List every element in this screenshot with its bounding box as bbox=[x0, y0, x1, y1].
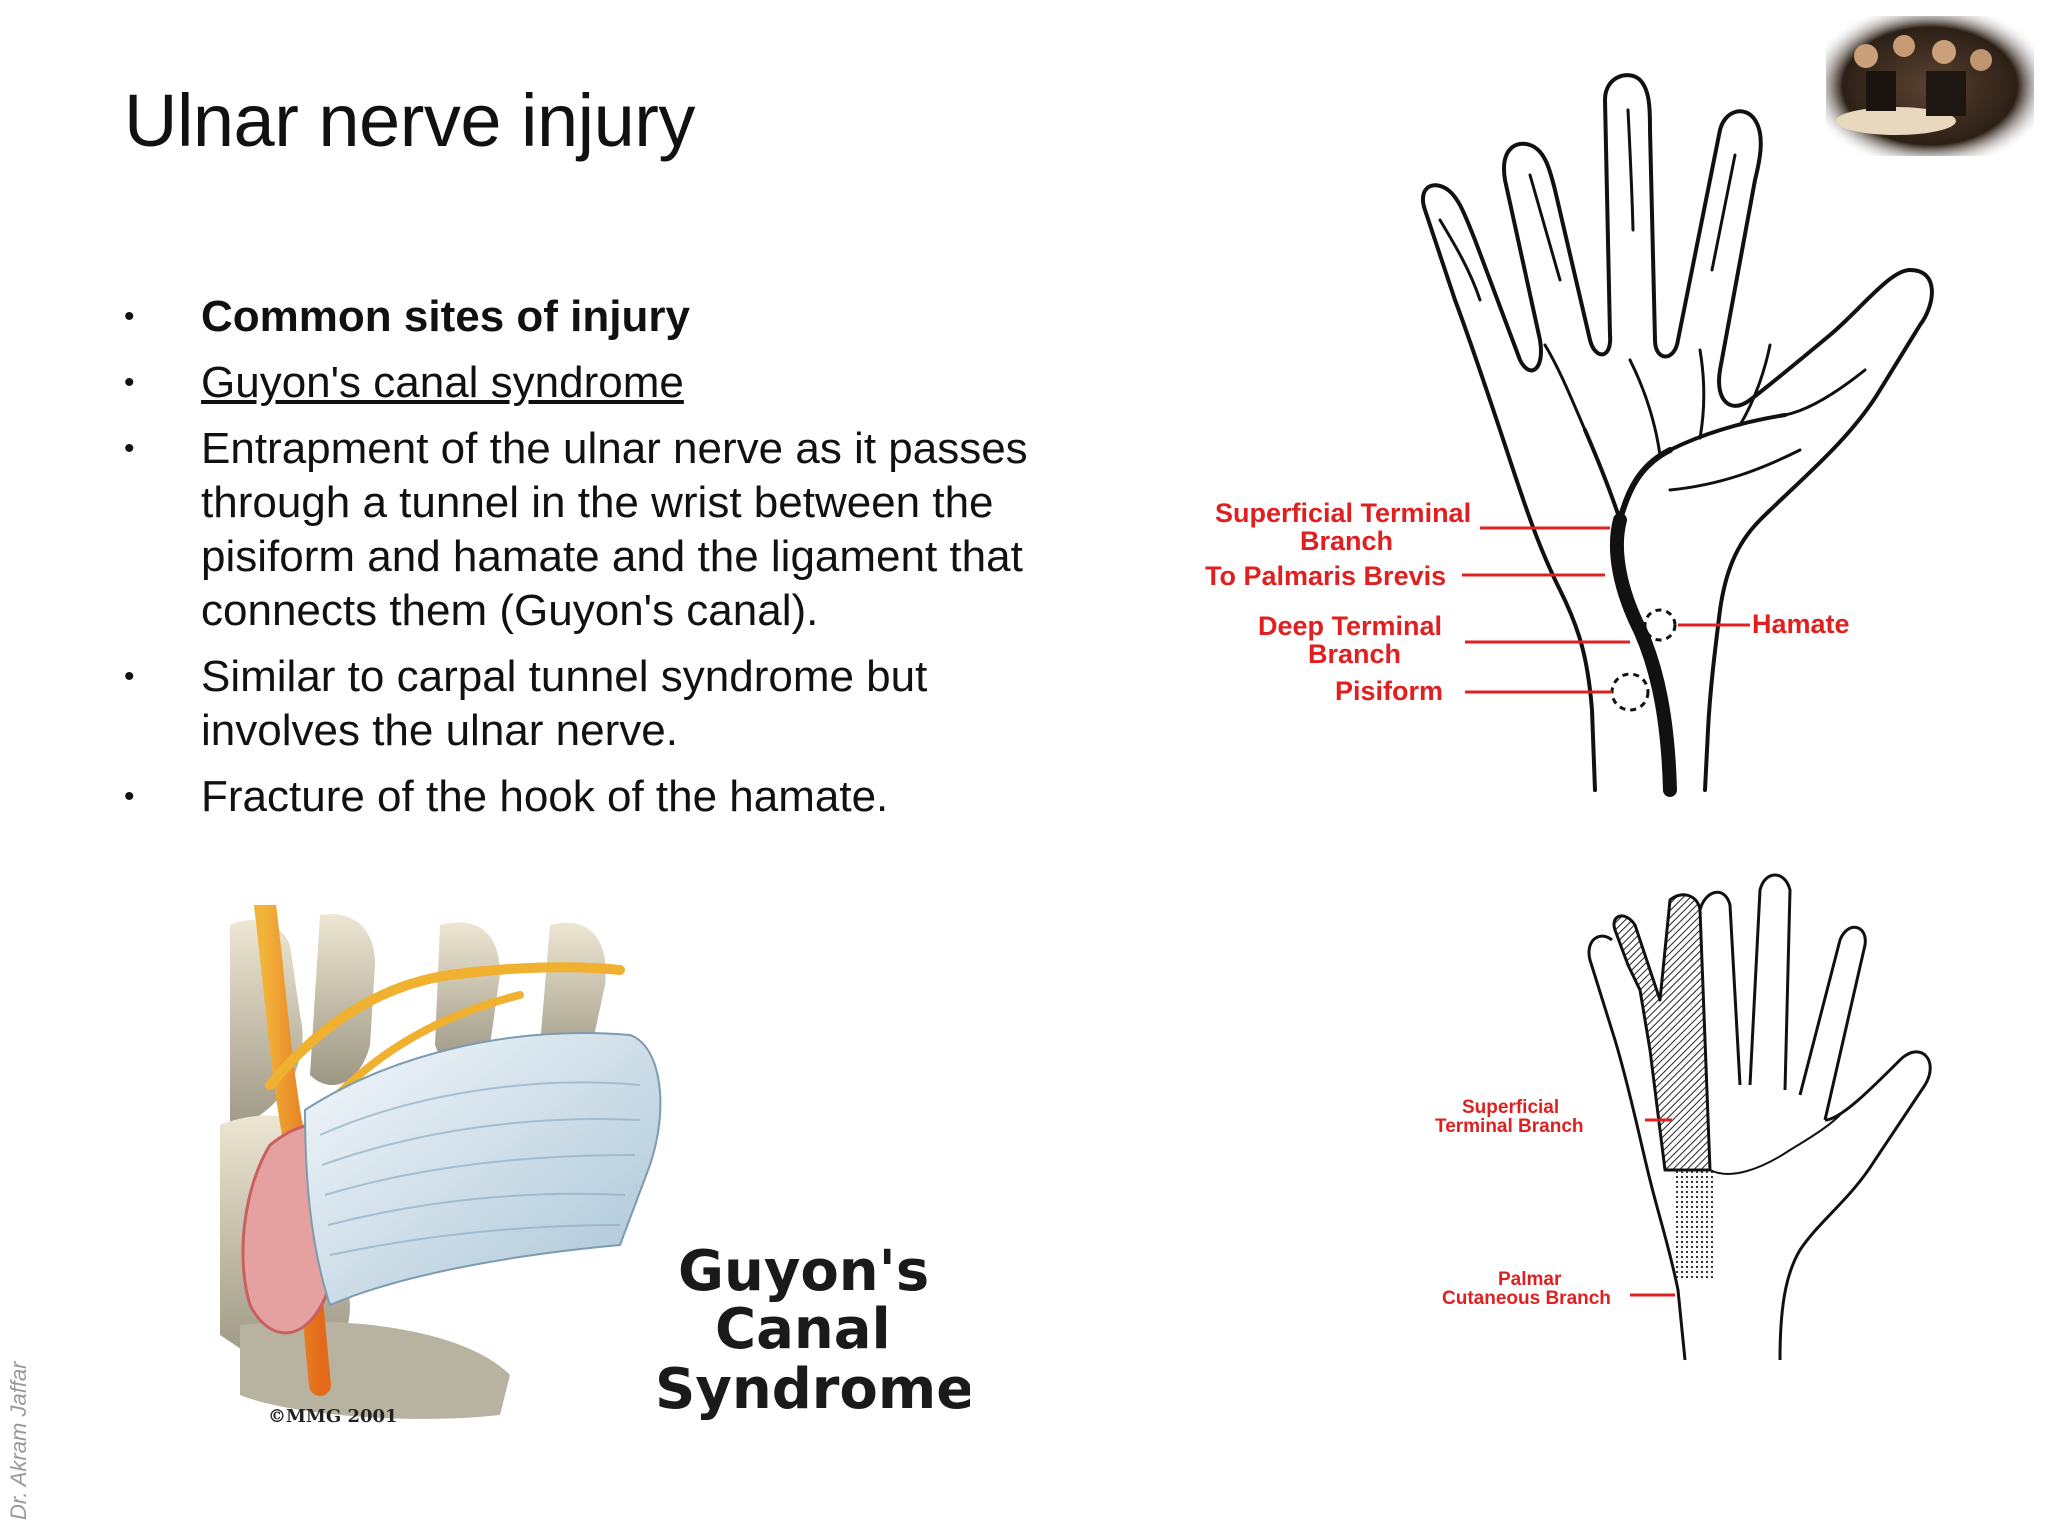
bullet-item: • Fracture of the hook of the hamate. bbox=[124, 770, 1084, 824]
bullet-dot: • bbox=[124, 780, 135, 813]
bullet-item: • Similar to carpal tunnel syndrome but … bbox=[124, 650, 1084, 758]
canal-title-line1: Guyon's bbox=[678, 1239, 929, 1304]
label-superficial-terminal: Superficial Terminal bbox=[1215, 498, 1471, 528]
bullet-text: Fracture of the hook of the hamate. bbox=[201, 772, 889, 821]
bullet-dot: • bbox=[124, 366, 135, 399]
label-terminal-branch: Terminal Branch bbox=[1435, 1116, 1584, 1137]
bullet-text: Common sites of injury bbox=[201, 292, 690, 341]
bullet-item: • Guyon's canal syndrome bbox=[124, 356, 1084, 410]
label-deep-branch: Branch bbox=[1308, 639, 1401, 669]
bullet-text: Entrapment of the ulnar nerve as it pass… bbox=[201, 424, 1028, 635]
label-pisiform: Pisiform bbox=[1335, 676, 1443, 706]
bullet-dot: • bbox=[124, 300, 135, 333]
canal-illustration-svg: Guyon's Canal Syndrome ©MMG 2001 bbox=[220, 894, 974, 1427]
hand-sensory-svg: Superficial Terminal Branch Palmar Cutan… bbox=[1435, 873, 1932, 1361]
painting-thumbnail bbox=[1826, 16, 2034, 156]
bullet-link-text[interactable]: Guyon's canal syndrome bbox=[201, 358, 684, 407]
svg-text:*: * bbox=[1615, 525, 1624, 550]
canal-title-line2: Canal bbox=[715, 1297, 891, 1362]
label-palmaris-brevis: To Palmaris Brevis bbox=[1205, 561, 1446, 591]
canal-title-line3: Syndrome bbox=[655, 1357, 970, 1422]
bullet-dot: • bbox=[124, 660, 135, 693]
hand-nerve-diagram-top: * Superficial Terminal Branch To Palmari… bbox=[1200, 70, 2020, 810]
label-superficial-branch: Branch bbox=[1300, 526, 1393, 556]
bullet-item: • Entrapment of the ulnar nerve as it pa… bbox=[124, 422, 1084, 638]
label-superficial: Superficial bbox=[1462, 1097, 1559, 1118]
bullet-dot: • bbox=[124, 432, 135, 465]
label-cutaneous-branch: Cutaneous Branch bbox=[1442, 1288, 1611, 1309]
label-hamate: Hamate bbox=[1752, 609, 1850, 639]
hand-sensory-diagram-bottom: Superficial Terminal Branch Palmar Cutan… bbox=[1420, 870, 1960, 1370]
copyright-text: ©MMG 2001 bbox=[268, 1406, 398, 1427]
bullet-list: • Common sites of injury • Guyon's canal… bbox=[124, 290, 1084, 836]
bullet-item: • Common sites of injury bbox=[124, 290, 1084, 344]
label-deep-terminal: Deep Terminal bbox=[1258, 611, 1442, 641]
slide-title: Ulnar nerve injury bbox=[124, 79, 695, 162]
label-palmar: Palmar bbox=[1498, 1269, 1562, 1290]
bullet-text: Similar to carpal tunnel syndrome but in… bbox=[201, 652, 928, 755]
guyons-canal-illustration: Guyon's Canal Syndrome ©MMG 2001 bbox=[210, 894, 974, 1445]
hand-diagram-svg: * Superficial Terminal Branch To Palmari… bbox=[1205, 73, 1934, 797]
author-watermark: Dr. Akram Jaffar bbox=[6, 1361, 31, 1520]
